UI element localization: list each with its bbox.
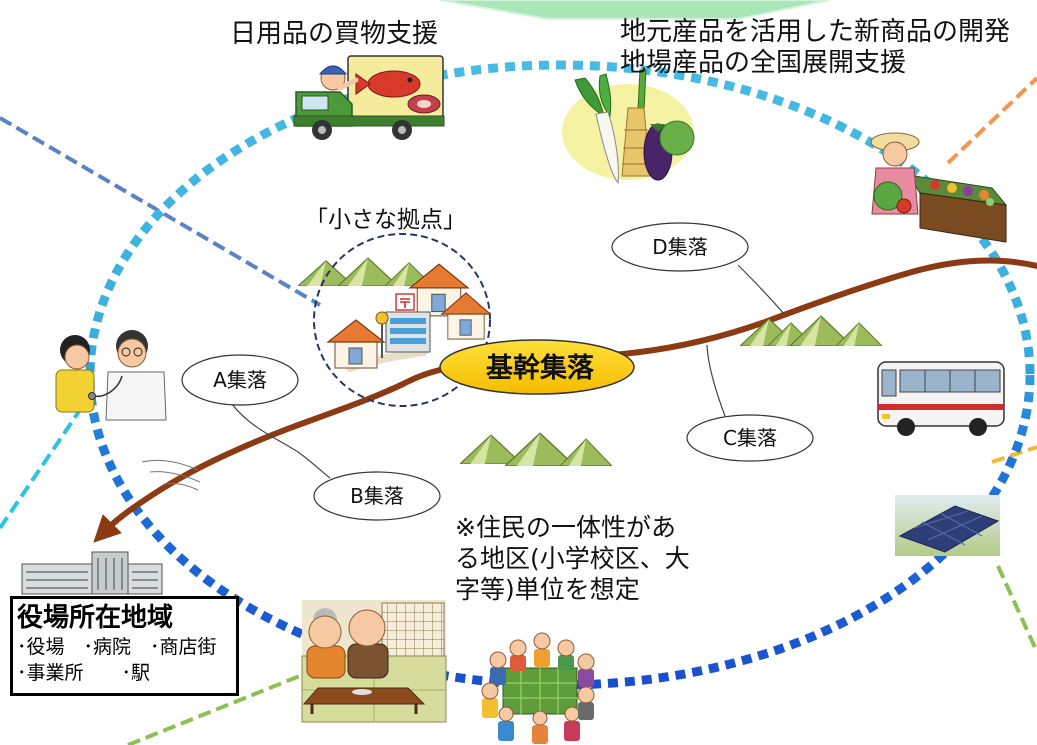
wisp-lines <box>141 459 201 491</box>
village-d-bubble <box>611 222 749 272</box>
dashed-link-line-northeast <box>946 76 1037 165</box>
village-a-bubble <box>181 354 299 406</box>
resident <box>557 639 575 671</box>
local-vegetables-illustration <box>562 69 695 185</box>
solar-farm-photo <box>895 495 1000 556</box>
resident <box>564 706 580 741</box>
new-product-development-label: 地元産品を活用した新商品の開発 <box>620 17 1010 47</box>
core-village-bubble <box>439 339 635 395</box>
produce-crate-front <box>919 192 1007 243</box>
scope-note-line: 字等)単位を想定 <box>455 575 640 604</box>
house <box>327 319 385 369</box>
resident <box>509 639 527 671</box>
stethoscope-icon <box>93 375 123 398</box>
village-b-bubble <box>313 471 441 521</box>
village-d: D集落 <box>611 222 749 272</box>
fish-icon <box>367 70 421 98</box>
village-connectors <box>231 264 785 479</box>
connector-d-mountains <box>737 264 785 315</box>
resident <box>577 686 595 720</box>
solar-panels <box>898 505 1000 553</box>
scope-note: ※住民の一体性があ る地区(小学校区、大 字等)単位を想定 <box>455 513 690 604</box>
town-hall-area-box: 役場所在地域 ･役場 ･病院 ･商店街 ･事業所 ･駅 <box>10 596 239 696</box>
resident <box>489 651 507 685</box>
doctor-face <box>117 338 147 368</box>
bus-wheel <box>969 418 987 436</box>
resident <box>532 710 548 744</box>
grandfather-face <box>348 609 386 647</box>
top-banner-tip <box>439 0 831 20</box>
shopping-truck-illustration <box>293 55 445 140</box>
residents-group-illustration <box>481 632 595 744</box>
grandmother-face <box>308 615 342 649</box>
core-village-label: 基幹集落 <box>486 352 595 384</box>
post-office-building <box>385 293 431 353</box>
doctor-child-illustration <box>55 330 167 421</box>
small-hub-buildings <box>327 263 491 372</box>
mountains-near-hub <box>298 257 433 286</box>
scope-note-line: る地区(小学校区、大 <box>455 544 690 573</box>
scope-note-line: ※住民の一体性があ <box>455 513 676 542</box>
village-c-bubble <box>686 414 814 462</box>
bus-stop-sign <box>375 311 389 358</box>
bus-front-window <box>881 369 897 397</box>
child-face <box>64 344 90 370</box>
child-body <box>55 369 95 413</box>
grandfather-body <box>347 643 389 679</box>
dashed-link-line-northwest <box>0 116 322 307</box>
bamboo-shoot <box>621 107 651 177</box>
doctor-coat <box>105 371 167 421</box>
village-b: B集落 <box>313 471 441 521</box>
village-b-label: B集落 <box>350 484 404 508</box>
dashed-link-line-east <box>991 445 1037 464</box>
dashed-link-line-southeast <box>996 565 1037 653</box>
dashed-link-line-west <box>0 402 86 530</box>
village-a-label: A集落 <box>213 368 267 392</box>
mountain <box>836 322 882 346</box>
connector-c-road <box>706 344 726 417</box>
grandmother-body <box>306 645 346 679</box>
tomato <box>896 198 912 214</box>
village-a: A集落 <box>181 354 299 406</box>
resident <box>481 682 499 718</box>
radish <box>595 111 619 185</box>
small-hub-dashed-ring <box>313 233 491 407</box>
mountains-south <box>460 432 612 466</box>
dashed-link-line-southwest <box>127 669 313 745</box>
town-hall-area-facilities-line: ･事業所 ･駅 <box>17 662 151 684</box>
cabbage <box>659 120 695 156</box>
small-hub-label: 「小さな拠点」 <box>305 207 466 233</box>
core-village: 基幹集落 <box>439 339 635 395</box>
resident <box>498 706 514 741</box>
low-table <box>302 687 426 705</box>
shoji-screen <box>381 602 445 660</box>
bus-stripe <box>878 404 1004 410</box>
farmer-produce-illustration <box>870 132 1008 243</box>
elderly-couple-illustration <box>301 600 447 723</box>
cabbage <box>873 181 903 211</box>
bus-wheel <box>897 418 915 436</box>
municipal-office-building <box>21 551 163 595</box>
village-d-label: D集落 <box>652 235 707 259</box>
nationwide-expansion-label: 地場産品の全国展開支援 <box>620 48 906 78</box>
connector-a-b <box>231 403 331 479</box>
town-hall-area-title: 役場所在地域 <box>17 603 174 633</box>
mountain <box>560 438 612 466</box>
shopping-support-label: 日用品の買物支援 <box>230 19 438 49</box>
village-c: C集落 <box>686 414 814 462</box>
farmer-face <box>882 141 908 167</box>
town-hall-area-facilities-line: ･役場 ･病院 ･商店街 <box>17 636 217 658</box>
resident <box>577 653 595 687</box>
leaf <box>598 73 612 118</box>
village-c-label: C集落 <box>723 426 777 450</box>
glasses-icon <box>121 347 131 357</box>
community-bus-illustration <box>877 361 1005 436</box>
resident <box>533 632 551 667</box>
